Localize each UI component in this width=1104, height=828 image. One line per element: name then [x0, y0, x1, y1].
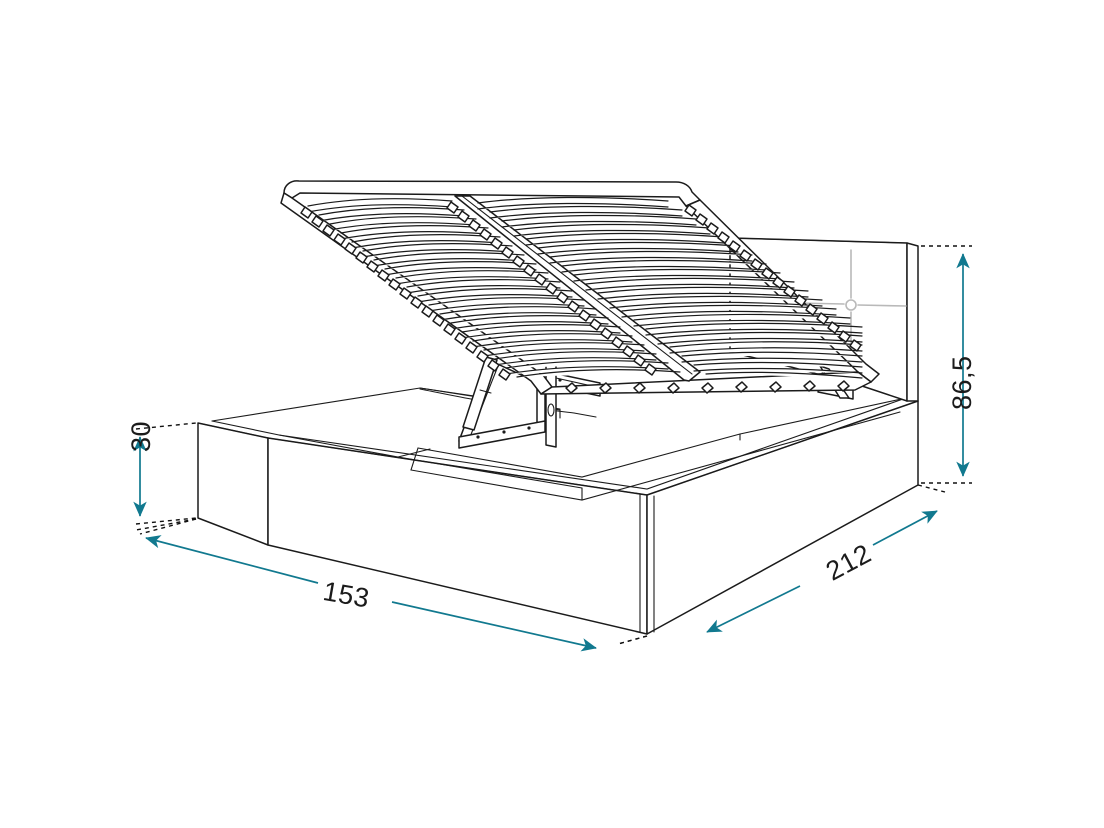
slat-holders-bottom-rail — [565, 380, 850, 394]
dimension-865 — [921, 245, 972, 484]
storage-base-box — [197, 397, 919, 635]
slats-left-bay — [307, 198, 681, 378]
dimension-212 — [617, 484, 946, 645]
slat-holders-right-rail — [684, 204, 862, 352]
slats-right-bay — [477, 196, 863, 379]
dimension-153 — [135, 518, 648, 652]
slatted-base-frame — [280, 180, 880, 395]
dimension-label-base-height: 30 — [126, 420, 156, 452]
slat-holders-left-rail — [300, 206, 511, 381]
dimension-30 — [133, 422, 197, 525]
slat-holders-center-left — [446, 201, 657, 376]
dimension-label-headboard-height: 86,5 — [947, 355, 977, 410]
